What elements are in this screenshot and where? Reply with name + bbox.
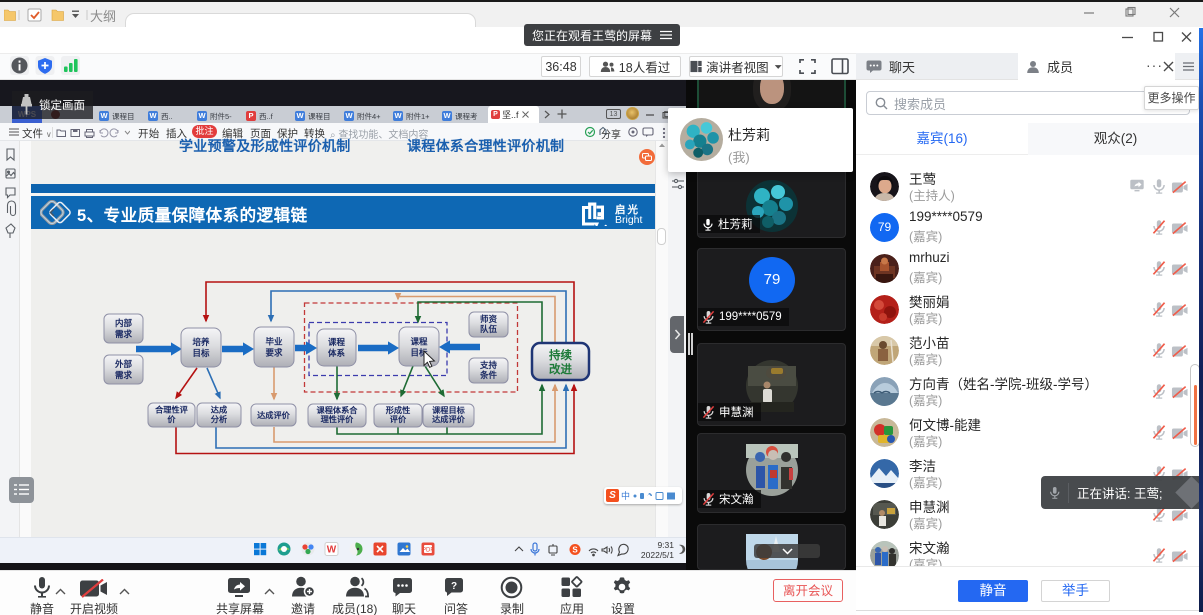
svg-text:条件: 条件 [480, 370, 498, 380]
svg-text:PDF: PDF [422, 548, 434, 554]
svg-text:支持: 支持 [479, 360, 498, 370]
svg-text:毕业: 毕业 [265, 337, 283, 347]
svg-text:达成评价: 达成评价 [257, 410, 291, 420]
svg-text:外部: 外部 [114, 359, 133, 369]
svg-text:持续: 持续 [549, 348, 572, 362]
svg-text:需求: 需求 [115, 370, 133, 380]
svg-text:内部: 内部 [115, 318, 133, 328]
svg-text:理性评价: 理性评价 [321, 414, 355, 424]
svg-text:要求: 要求 [265, 348, 283, 358]
svg-text:课程: 课程 [410, 337, 428, 347]
svg-text:师资: 师资 [480, 314, 498, 324]
svg-text:体系: 体系 [328, 348, 346, 358]
svg-text:培养: 培养 [192, 337, 210, 347]
svg-text:目标: 目标 [192, 348, 210, 358]
svg-text:队伍: 队伍 [480, 324, 498, 334]
svg-text:S: S [572, 546, 578, 555]
svg-text:价: 价 [167, 415, 176, 424]
svg-text:目标: 目标 [410, 348, 428, 358]
svg-text:课程体系合: 课程体系合 [317, 405, 359, 415]
svg-text:形成性: 形成性 [386, 405, 411, 415]
svg-text:评价: 评价 [390, 415, 407, 424]
svg-text:分析: 分析 [211, 414, 227, 424]
svg-text:达成评价: 达成评价 [432, 414, 466, 424]
svg-text:达成: 达成 [211, 405, 228, 415]
svg-text:需求: 需求 [115, 329, 133, 339]
svg-text:?: ? [451, 581, 457, 592]
svg-text:课程目标: 课程目标 [432, 405, 466, 415]
svg-text:改进: 改进 [549, 362, 572, 376]
svg-text:W: W [327, 545, 337, 556]
svg-text:课程: 课程 [328, 337, 346, 347]
svg-text:合理性评: 合理性评 [154, 405, 189, 415]
